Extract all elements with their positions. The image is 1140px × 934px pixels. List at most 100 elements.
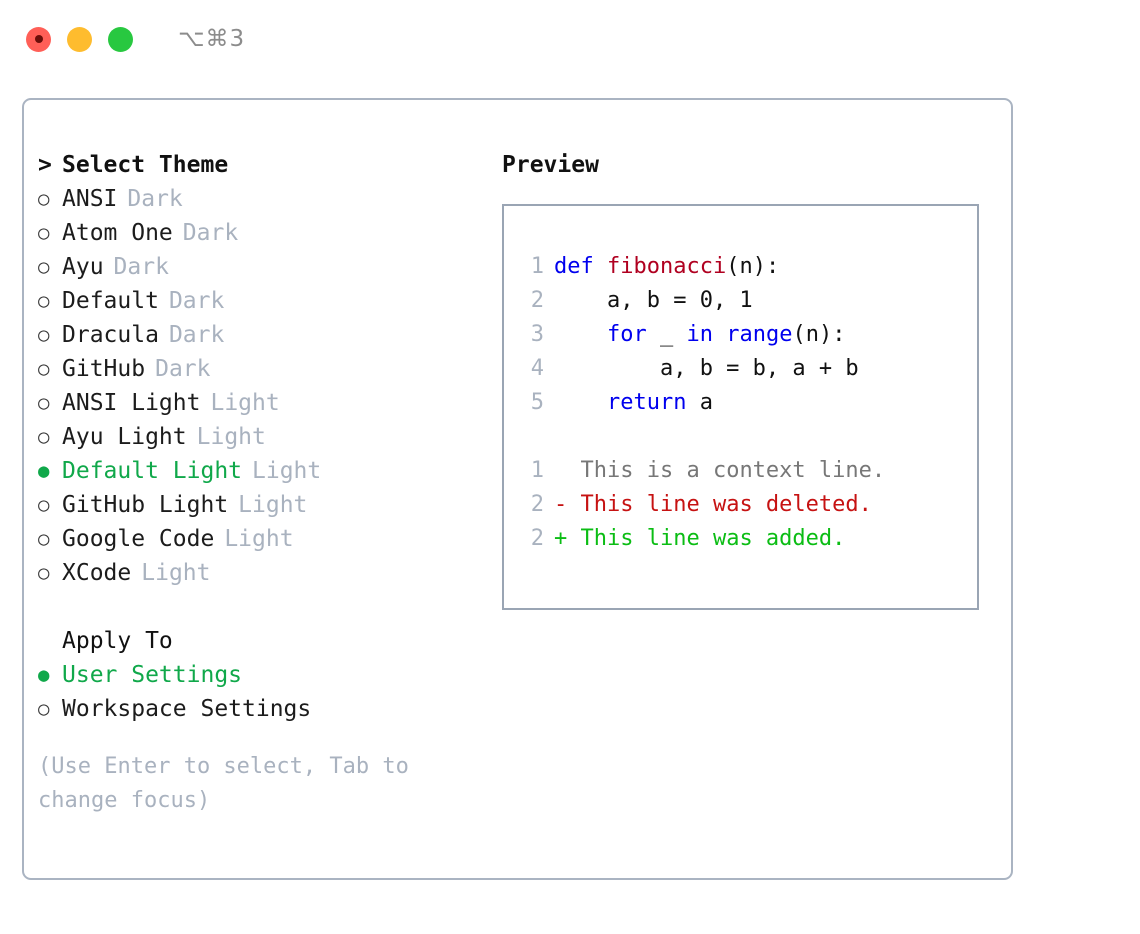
diff-marker: + (554, 526, 568, 551)
keyboard-hint: (Use Enter to select, Tab to change focu… (38, 754, 409, 813)
code-token: (n): (726, 254, 780, 279)
code-token: a, b = 0, 1 (554, 288, 753, 313)
diff-marker-space (567, 454, 580, 488)
radio-empty-icon: ○ (38, 324, 50, 346)
diff-line-number: 2 (530, 526, 544, 551)
code-token: fibonacci (607, 254, 727, 279)
theme-option-variant-tag: Light (252, 458, 322, 484)
code-token: a, b = b, a + b (554, 356, 859, 381)
radio-selected-icon: ● (38, 460, 50, 482)
code-token: for (606, 322, 647, 347)
traffic-light-group (26, 26, 133, 52)
keyboard-shortcut-label: ⌥⌘3 (178, 26, 246, 52)
apply-to-option-user-settings[interactable]: ● User Settings (38, 658, 488, 692)
code-line-number: 3 (530, 322, 544, 347)
maximize-button[interactable] (108, 26, 133, 52)
theme-option-variant-tag: Dark (168, 288, 225, 314)
preview-title: Preview (502, 152, 599, 178)
code-token: _ (646, 322, 687, 347)
apply-to-header-label: Apply To (62, 628, 173, 654)
diff-marker: - (554, 492, 568, 517)
code-line-number: 1 (530, 254, 544, 279)
apply-to-header: >Apply To (38, 624, 488, 658)
code-token: in (686, 322, 713, 347)
code-line: 1 def fibonacci(n): (518, 250, 885, 284)
code-diff-separator (518, 420, 885, 454)
theme-option-ansi[interactable]: ○ ANSI Dark (38, 182, 488, 216)
theme-option-variant-tag: Dark (168, 322, 225, 348)
diff-line-number: 1 (530, 458, 544, 483)
diff-line-del: 2- This line was deleted. (518, 488, 885, 522)
theme-option-variant-tag: Light (238, 492, 308, 518)
caret-icon: > (38, 152, 52, 178)
theme-option-variant-tag: Light (141, 560, 211, 586)
theme-option-dracula[interactable]: ○ Dracula Dark (38, 318, 488, 352)
apply-to-option-workspace-settings[interactable]: ○Workspace Settings (38, 692, 488, 726)
radio-empty-icon: ○ (38, 188, 50, 210)
theme-option-variant-tag: Light (196, 424, 266, 450)
theme-option-name: GitHub (62, 356, 146, 382)
theme-option-name: Google Code (62, 526, 215, 552)
code-token: def (554, 254, 594, 279)
diff-line-ctx: 1 This is a context line. (518, 454, 885, 488)
diff-marker-space (567, 488, 580, 522)
radio-empty-icon: ○ (38, 426, 50, 448)
radio-empty-icon: ○ (38, 494, 50, 516)
theme-option-name: ANSI Light (62, 390, 201, 416)
code-line: 5 return a (518, 386, 885, 420)
diff-marker (554, 454, 567, 488)
code-token (713, 318, 726, 352)
theme-option-github-light[interactable]: ○ GitHub Light Light (38, 488, 488, 522)
title-bar: ⌥⌘3 (0, 0, 1140, 78)
radio-empty-icon: ○ (38, 256, 50, 278)
theme-option-name: Ayu Light (62, 424, 187, 450)
code-line: 4 a, b = b, a + b (518, 352, 885, 386)
theme-option-variant-tag: Light (210, 390, 280, 416)
apply-to-list: ● User Settings ○Workspace Settings (38, 658, 488, 726)
theme-option-name: Default Light (62, 458, 243, 484)
radio-empty-icon: ○ (38, 222, 50, 244)
select-theme-header-label: Select Theme (62, 152, 229, 178)
select-theme-header: > Select Theme (38, 148, 488, 182)
code-token: return (606, 390, 687, 415)
code-token: (n): (792, 322, 846, 347)
theme-option-ayu[interactable]: ○ Ayu Dark (38, 250, 488, 284)
radio-empty-icon: ○ (38, 290, 50, 312)
theme-option-default[interactable]: ○ Default Dark (38, 284, 488, 318)
radio-empty-icon: ○ (38, 528, 50, 550)
theme-option-default-light[interactable]: ● Default Light Light (38, 454, 488, 488)
code-line-number: 5 (530, 390, 544, 415)
radio-selected-icon: ● (38, 664, 50, 686)
theme-option-name: ANSI (62, 186, 118, 212)
theme-option-google-code[interactable]: ○ Google Code Light (38, 522, 488, 556)
theme-option-variant-tag: Dark (127, 186, 183, 212)
minimize-button[interactable] (67, 26, 92, 52)
code-token: a (686, 390, 713, 415)
theme-option-name: Ayu (62, 254, 104, 280)
diff-line-text: This line was deleted. (580, 492, 872, 517)
theme-option-variant-tag: Dark (182, 220, 239, 246)
apply-to-option-label: User Settings (62, 662, 243, 688)
theme-option-name: Dracula (62, 322, 159, 348)
diff-line-text: This line was added. (580, 526, 846, 551)
diff-line-text: This is a context line. (580, 458, 886, 483)
theme-option-name: Default (62, 288, 159, 314)
theme-option-name: GitHub Light (62, 492, 229, 518)
theme-option-variant-tag: Light (224, 526, 294, 552)
close-button[interactable] (26, 26, 51, 52)
radio-empty-icon: ○ (38, 698, 50, 720)
diff-line-add: 2 + This line was added. (518, 522, 885, 556)
theme-option-variant-tag: Dark (113, 254, 169, 280)
theme-option-ayu-light[interactable]: ○ Ayu Light Light (38, 420, 488, 454)
